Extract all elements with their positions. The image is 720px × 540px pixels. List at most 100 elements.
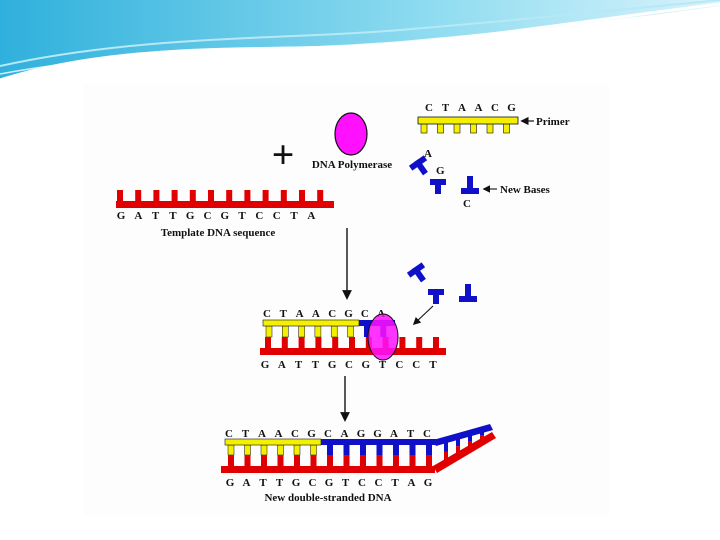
template-tooth-2 [135,190,142,202]
step2-free-base-3 [459,284,477,302]
template-base-10: C [273,210,281,222]
step3-top-tooth-13 [426,445,432,455]
step2-free-base-2 [428,289,444,304]
step3-bottom-tooth-13 [426,455,432,466]
step3-primer-backbone [224,438,322,446]
template-tooth-12 [317,190,324,202]
template-tooth-1 [117,190,123,202]
step3-top-base-7: C [324,428,332,440]
step3-top-tooth-5 [293,444,301,456]
step2-bottom-base-1: G [261,359,270,371]
step3-bottom-base-11: T [391,477,399,489]
step2-template-tooth-1 [265,337,271,348]
step3-bottom-tooth-12 [409,455,416,466]
plus-sign: + [272,132,295,177]
new-bases-label: New Bases [500,184,551,196]
step3-top-tooth-6 [310,444,317,456]
step2-template-tooth-5 [332,337,339,348]
template-tooth-4 [171,190,178,202]
step3-bottom-base-2: A [243,477,251,489]
step3-bottom-tooth-6 [310,455,317,466]
step2-bottom-base-6: C [345,359,353,371]
step2-top-base-4: A [312,308,320,320]
template-base-4: T [169,210,177,222]
template-base-11: T [290,210,298,222]
step3-bottom-tooth-3 [261,455,267,466]
step3-fork-bottom-strand [433,432,496,473]
primer-base-5: C [491,102,499,114]
step3-top-base-12: T [407,428,415,440]
step3-bottom-base-7: G [325,477,334,489]
step3-bottom-base-3: T [259,477,267,489]
primer-base-1: C [425,102,433,114]
step2-primer-backbone [262,319,360,327]
step3-bottom-tooth-4 [277,455,284,466]
step3-bottom-tooth-5 [294,455,300,466]
step3-top-tooth-1 [227,444,235,456]
template-backbone [116,201,334,208]
step2-template-tooth-9 [399,337,406,348]
primer-base-3: A [458,102,466,114]
step2-template-tooth-2 [281,337,288,348]
step3-top-base-1: C [225,428,233,440]
step2-bottom-base-11: T [429,359,437,371]
primer-backbone [417,116,519,125]
template-base-1: G [117,210,126,222]
step3-new-backbone [321,439,436,445]
template-tooth-10 [280,190,287,202]
free-base-c-letter: C [463,198,471,210]
step2-template-tooth-11 [433,337,439,348]
step3-top-base-6: G [307,428,316,440]
step2-top-base-2: T [280,308,288,320]
step2-template-tooth-4 [315,337,322,348]
step3-top-tooth-10 [376,445,383,455]
step3-bottom-base-6: C [309,477,317,489]
step2-free-base-1 [406,262,426,283]
step3-top-tooth-9 [360,445,366,455]
step3-top-base-3: A [258,428,266,440]
template-base-5: G [186,210,195,222]
step2-polymerase-enzyme [367,313,399,361]
step2-template-tooth-3 [298,337,305,348]
primer-base-2: T [442,102,450,114]
step3-top-base-9: G [357,428,366,440]
step3-top-base-4: A [275,428,283,440]
template-base-6: C [204,210,212,222]
template-base-7: G [221,210,230,222]
step3-top-tooth-2 [244,444,251,456]
step2-bottom-base-4: T [312,359,320,371]
step3-top-base-5: C [291,428,299,440]
step2-new-tooth-1 [364,326,370,337]
step3-bottom-tooth-11 [393,455,399,466]
template-base-12: A [307,210,315,222]
step3-bottom-tooth-10 [376,455,383,466]
step3-bottom-tooth-8 [343,455,350,466]
template-tooth-5 [189,190,196,202]
step3-top-tooth-3 [260,444,268,456]
step3-bottom-base-9: C [358,477,366,489]
step2-primer-tooth-5 [330,325,338,338]
step2-top-base-6: G [344,308,353,320]
free-base-g [430,179,446,194]
step2-template-tooth-6 [349,337,355,348]
step2-template-tooth-10 [416,337,423,348]
step3-top-base-11: A [390,428,398,440]
step3-top-base-2: T [242,428,250,440]
dna-polymerase-label: DNA Polymerase [312,159,392,171]
template-base-9: C [255,210,263,222]
result-caption: New double-stranded DNA [264,492,391,504]
step2-bottom-base-8: T [379,359,387,371]
step3-bottom-tooth-9 [360,455,366,466]
free-base-a-letter: A [424,148,432,160]
step3-top-tooth-4 [277,444,284,456]
step2-primer-tooth-4 [314,325,322,338]
step3-top-tooth-8 [343,445,350,455]
template-tooth-11 [299,190,305,202]
step2-bottom-base-2: A [278,359,286,371]
primer-base-6: G [507,102,516,114]
